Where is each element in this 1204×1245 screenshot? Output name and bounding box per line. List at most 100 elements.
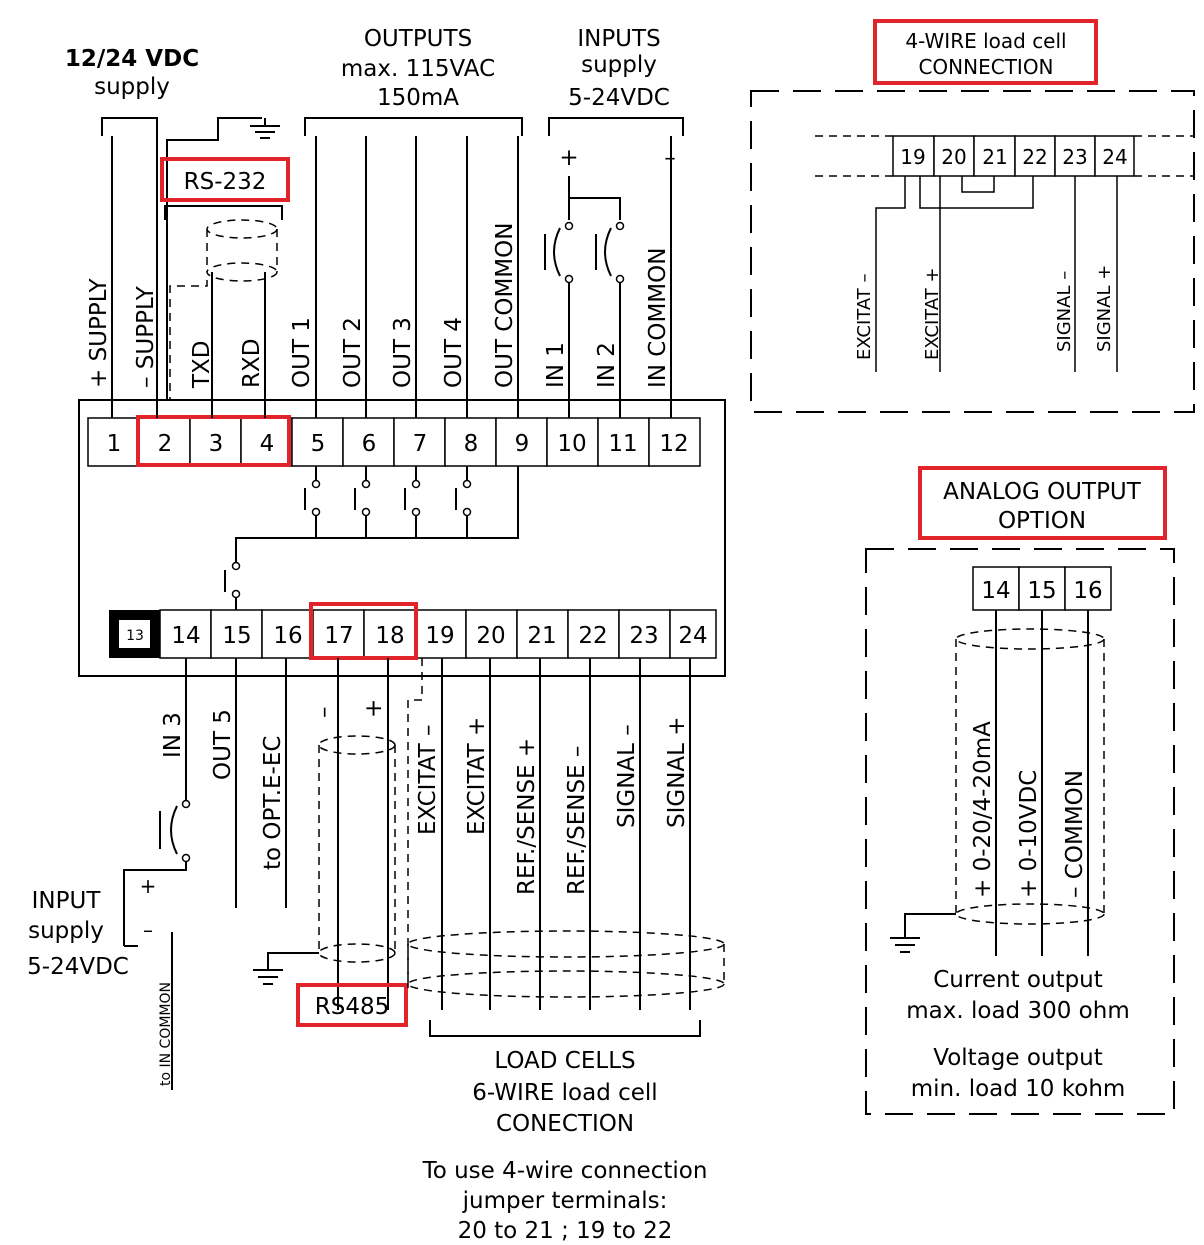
input-supply-line1: INPUT [32,888,102,914]
label-txd: TXD [189,340,215,389]
upper-terminal-8: 8 [464,431,479,457]
four-wire-panel [750,90,1195,413]
outputs-heading-line3: 150mA [377,85,459,111]
input-switches-icon [544,176,625,284]
four-wire-terminal-23: 23 [1062,145,1087,169]
note-line3: 20 to 21 ; 19 to 22 [458,1218,673,1244]
four-wire-jumpers [875,176,1118,372]
analog-wires [995,610,1089,956]
controller-enclosure [78,399,726,677]
four-wire-excitat-plus: EXCITAT + [922,267,943,360]
rs232-highlight [160,157,290,202]
upper-terminal-12: 12 [659,431,688,457]
terminals-17-18-highlight [309,602,418,660]
label-signal-plus: SIGNAL + [664,716,690,828]
supply-heading-line1: 12/24 VDC [65,46,199,72]
label-ref-sense-minus: REF./SENSE – [564,746,590,895]
lower-terminal-15: 15 [222,623,251,649]
inputs-heading-line3: 5-24VDC [568,85,670,111]
inputs-heading-line1: INPUTS [577,26,660,52]
four-wire-title-line1: 4-WIRE load cell [905,29,1066,53]
ground-icon-rs485 [253,969,283,985]
lower-terminal-18: 18 [375,623,404,649]
upper-terminal-row [87,417,701,467]
outputs-heading-line1: OUTPUTS [364,26,472,52]
relay-contacts-icon [224,466,519,610]
lower-terminal-23: 23 [629,623,658,649]
analog-ground-wire [904,913,956,938]
terminals-2-4-highlight [136,415,291,467]
supply-heading-line2: supply [94,74,170,100]
lower-terminal-16: 16 [273,623,302,649]
ground-line-top [166,117,262,400]
analog-label-ma: + 0-20/4-20mA [970,721,996,898]
supply-bracket [101,117,158,136]
analog-terminal-15: 15 [1027,578,1056,604]
analog-title-highlight [918,466,1167,540]
analog-panel [865,548,1175,1115]
four-wire-signal-plus: SIGNAL + [1094,265,1115,352]
label-out-common: OUT COMMON [492,223,518,388]
lower-terminal-21: 21 [527,623,556,649]
lower-terminal-19: 19 [425,623,454,649]
label-in1: IN 1 [543,342,569,388]
lower-terminal-20: 20 [476,623,505,649]
label-in2: IN 2 [594,342,620,388]
voltage-output-line2: min. load 10 kohm [911,1076,1126,1102]
lower-terminal-22: 22 [578,623,607,649]
current-output-line2: max. load 300 ohm [906,998,1129,1024]
label-rs485-minus: – [311,707,337,719]
four-wire-title-highlight [873,19,1098,85]
four-wire-terminal-row [892,135,1135,177]
rs485-ground-wire [267,952,319,970]
lower-terminal-24: 24 [678,623,707,649]
four-wire-terminal-22: 22 [1022,145,1047,169]
label-out3: OUT 3 [390,317,416,388]
four-wire-terminal-19: 19 [900,145,925,169]
rs232-bracket [164,205,283,220]
ground-icon-analog [890,937,920,953]
four-wire-bus-lines [815,135,1194,177]
label-out4: OUT 4 [441,317,467,388]
analog-terminal-row [972,566,1112,611]
input-supply-plus: + [140,874,157,898]
note-line1: To use 4-wire connection [422,1158,708,1184]
load-cells-line1: LOAD CELLS [494,1048,635,1074]
rs485-label: RS485 [315,994,389,1020]
analog-title-line2: OPTION [998,508,1086,534]
four-wire-terminal-24: 24 [1102,145,1127,169]
upper-terminal-5: 5 [311,431,326,457]
input-supply-minus: – [143,918,153,942]
outputs-bracket [304,117,523,136]
analog-title-line1: ANALOG OUTPUT [943,479,1142,505]
lower-terminal-17: 17 [324,623,353,649]
analog-label-common: – COMMON [1062,770,1088,898]
lower-terminal-13: 13 [126,628,144,644]
upper-terminal-7: 7 [413,431,428,457]
outputs-heading-line2: max. 115VAC [341,56,495,82]
txd-shield-drain [169,280,208,400]
label-rs485-plus: + [361,699,387,718]
label-rxd: RXD [239,339,265,388]
upper-wires [111,136,672,418]
four-wire-excitat-minus: EXCITAT – [854,273,875,360]
upper-terminal-11: 11 [608,431,637,457]
lower-terminal-14: 14 [171,623,200,649]
label-out2: OUT 2 [340,317,366,388]
upper-terminal-9: 9 [515,431,530,457]
inputs-heading-line2: supply [581,52,657,78]
to-in-common-label: to IN COMMON [158,982,174,1086]
four-wire-terminal-21: 21 [982,145,1007,169]
label-out1: OUT 1 [289,317,315,388]
rs232-label: RS-232 [184,169,267,195]
analog-terminal-16: 16 [1073,578,1102,604]
load-cells-line2: 6-WIRE load cell [472,1080,657,1106]
upper-terminal-2: 2 [158,431,173,457]
analog-terminal-14: 14 [981,578,1010,604]
inputs-bracket [548,117,684,136]
upper-terminal-1: 1 [107,431,122,457]
upper-terminal-4: 4 [260,431,275,457]
four-wire-title-line2: CONNECTION [918,55,1053,79]
label-excitat-minus: EXCITAT – [415,724,441,835]
